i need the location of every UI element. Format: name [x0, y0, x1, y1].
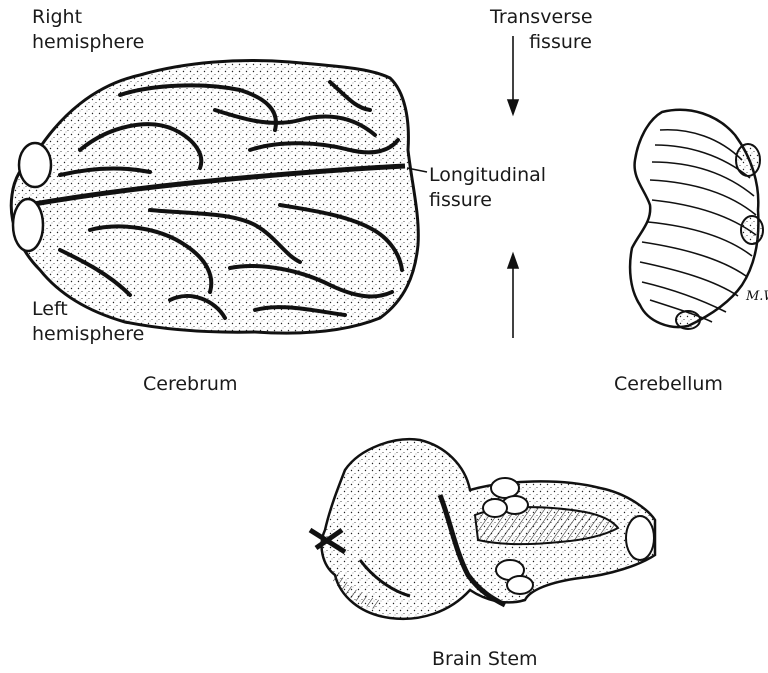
- cerebrum-illustration: [11, 61, 427, 334]
- left-hemisphere-label: Left hemisphere: [32, 297, 144, 347]
- brain-stem-caption: Brain Stem: [432, 647, 538, 671]
- longitudinal-fissure-label: Longitudinal fissure: [429, 163, 546, 213]
- artist-signature: M.W.: [745, 289, 768, 304]
- transverse-fissure-label: Transverse fissure: [490, 5, 592, 55]
- right-hemisphere-label: Right hemisphere: [32, 5, 144, 55]
- cerebellum-illustration: M.W.: [630, 110, 768, 329]
- cerebellum-caption: Cerebellum: [614, 372, 723, 396]
- cerebrum-caption: Cerebrum: [143, 372, 237, 396]
- brain-stem-illustration: [310, 439, 655, 619]
